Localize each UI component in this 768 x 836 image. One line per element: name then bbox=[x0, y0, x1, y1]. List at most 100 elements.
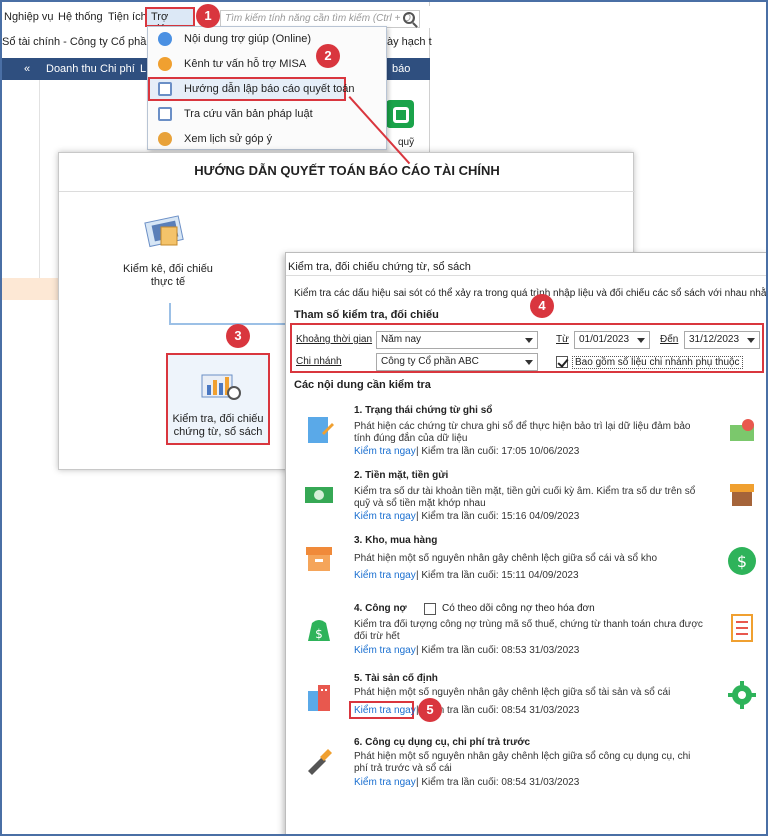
last-check-time: | Kiểm tra lần cuối: 15:16 04/09/2023 bbox=[416, 511, 580, 522]
menu-he-thong[interactable]: Hệ thống bbox=[58, 11, 103, 23]
contents-section-title: Các nội dung cần kiểm tra bbox=[294, 379, 431, 391]
check-now-link[interactable]: Kiểm tra ngay bbox=[354, 777, 416, 788]
dollar-coin-icon: $ bbox=[728, 547, 756, 575]
item-desc: Phát hiện một số nguyên nhân gây chênh l… bbox=[354, 553, 658, 564]
guide-title: HƯỚNG DẪN QUYẾT TOÁN BÁO CÁO TÀI CHÍNH bbox=[194, 163, 500, 178]
check-now-link[interactable]: Kiểm tra ngay bbox=[354, 570, 416, 581]
menu-item-label: Hướng dẫn lập báo cáo quyết toán bbox=[184, 83, 355, 95]
tab-l[interactable]: L bbox=[140, 63, 147, 75]
last-check-time: | Kiểm tra lần cuối: 08:54 31/03/2023 bbox=[416, 777, 580, 788]
flow-connector bbox=[169, 323, 289, 325]
to-date-picker[interactable]: 31/12/2023 bbox=[684, 331, 760, 349]
book-title-row: Sổ tài chính - Công ty Cổ phần A ày hạch… bbox=[0, 36, 432, 54]
branch-select[interactable]: Công ty Cổ phần ABC bbox=[376, 353, 538, 371]
branch-value: Công ty Cổ phần ABC bbox=[381, 356, 479, 367]
step-check-label: Kiểm tra, đối chiếu chứng từ, sổ sách bbox=[172, 413, 264, 438]
divider bbox=[286, 275, 768, 276]
collapse-icon[interactable]: « bbox=[24, 63, 31, 75]
book-title-right: ày hạch t bbox=[387, 36, 432, 48]
step-badge-5: 5 bbox=[418, 698, 442, 722]
to-label: Đến bbox=[660, 334, 679, 345]
check-now-link[interactable]: Kiểm tra ngay bbox=[354, 511, 416, 522]
menu-item-label: Nội dung trợ giúp (Online) bbox=[184, 33, 312, 45]
step-badge-2: 2 bbox=[316, 44, 340, 68]
help-circle-icon bbox=[158, 32, 172, 46]
search-placeholder: Tìm kiếm tính năng cần tìm kiếm (Ctrl + … bbox=[225, 13, 415, 24]
item-title: 4. Công nợ bbox=[354, 603, 407, 614]
check-now-link[interactable]: Kiểm tra ngay bbox=[354, 446, 416, 457]
step-badge-4: 4 bbox=[530, 294, 554, 318]
document-search-icon bbox=[158, 107, 172, 121]
period-value: Năm nay bbox=[381, 334, 422, 345]
cash-money-icon bbox=[305, 487, 333, 503]
item-title: 6. Công cụ dụng cụ, chi phí trả trước bbox=[354, 737, 531, 748]
menu-tro-giup[interactable]: Trợ giúp bbox=[145, 7, 195, 35]
chevron-down-icon bbox=[747, 338, 755, 343]
last-check-time: | Kiểm tra lần cuối: 08:54 31/03/2023 bbox=[416, 705, 580, 716]
check-now-link[interactable]: Kiểm tra ngay bbox=[354, 645, 416, 656]
from-date-value: 01/01/2023 bbox=[579, 334, 630, 345]
item-desc: Kiểm tra số dư tài khoản tiền mặt, tiền … bbox=[354, 486, 696, 509]
invoice-tracking-checkbox[interactable] bbox=[424, 603, 436, 615]
chevron-down-icon bbox=[637, 338, 645, 343]
branch-label: Chi nhánh bbox=[296, 356, 342, 367]
building-icon bbox=[308, 685, 330, 711]
tab-chi-phi[interactable]: Chi phí bbox=[100, 63, 135, 75]
cash-fund-label: quỹ bbox=[398, 137, 415, 148]
step-badge-1: 1 bbox=[196, 4, 220, 28]
chevron-down-icon bbox=[525, 338, 533, 343]
check-now-link-highlighted[interactable]: Kiểm tra ngay bbox=[354, 705, 416, 716]
search-icon[interactable] bbox=[403, 12, 415, 24]
menu-item-label: Xem lịch sử góp ý bbox=[184, 133, 273, 145]
params-section-title: Tham số kiểm tra, đối chiếu bbox=[294, 309, 439, 321]
item-title: 1. Trạng thái chứng từ ghi sổ bbox=[354, 405, 493, 416]
inventory-calculator-icon[interactable] bbox=[143, 213, 187, 249]
menu-item-settlement-guide[interactable]: Hướng dẫn lập báo cáo quyết toán bbox=[148, 77, 386, 102]
cash-fund-icon[interactable] bbox=[386, 100, 414, 128]
highlight-box-2 bbox=[148, 77, 346, 101]
menu-item-support-channel[interactable]: Kênh tư vấn hỗ trợ MISA bbox=[148, 52, 386, 77]
item-title: 3. Kho, mua hàng bbox=[354, 535, 438, 546]
period-label: Khoảng thời gian bbox=[296, 334, 373, 345]
from-date-picker[interactable]: 01/01/2023 bbox=[574, 331, 650, 349]
box-archive-icon bbox=[306, 547, 332, 571]
menu-item-help-online[interactable]: Nội dung trợ giúp (Online) bbox=[148, 27, 386, 52]
clipboard-checklist-icon bbox=[731, 614, 753, 642]
svg-text:$: $ bbox=[737, 552, 747, 571]
last-check-time: | Kiểm tra lần cuối: 17:05 10/06/2023 bbox=[416, 446, 580, 457]
check-window-title: Kiểm tra, đối chiếu chứng từ, sổ sách bbox=[288, 261, 471, 273]
highlight-box-5 bbox=[349, 701, 414, 719]
item-title: 2. Tiền mặt, tiền gửi bbox=[354, 470, 449, 481]
svg-text:$: $ bbox=[315, 627, 323, 641]
item-desc: Phát hiện một số nguyên nhân gây chênh l… bbox=[354, 687, 671, 698]
item-title: 5. Tài sản cố định bbox=[354, 673, 438, 684]
selected-row-strip bbox=[0, 278, 60, 300]
menu-item-legal-docs[interactable]: Tra cứu văn bản pháp luật bbox=[148, 102, 386, 127]
tools-wrench-icon bbox=[308, 749, 332, 775]
check-documents-window: Kiểm tra, đối chiếu chứng từ, sổ sách Ki… bbox=[285, 252, 768, 836]
divider bbox=[59, 191, 635, 192]
flow-connector bbox=[169, 303, 171, 323]
item-desc: Phát hiện một số nguyên nhân gây chênh l… bbox=[354, 751, 691, 774]
document-guide-icon bbox=[158, 82, 172, 96]
step-check-documents[interactable]: Kiểm tra, đối chiếu chứng từ, sổ sách bbox=[166, 353, 270, 445]
last-check-time: | Kiểm tra lần cuối: 15:11 04/09/2023 bbox=[416, 570, 579, 581]
money-bag-icon: $ bbox=[308, 620, 330, 641]
document-edit-icon bbox=[308, 417, 334, 443]
item-desc: Phát hiện các chứng từ chưa ghi sổ để th… bbox=[354, 421, 691, 444]
menu-nghiep-vu[interactable]: Nghiệp vụ bbox=[4, 11, 54, 23]
invoice-tracking-label[interactable]: Có theo dõi công nợ theo hóa đơn bbox=[442, 603, 595, 614]
tab-doanh-thu[interactable]: Doanh thu bbox=[46, 63, 97, 75]
store-icon bbox=[730, 484, 754, 506]
menu-tien-ich[interactable]: Tiện ích bbox=[108, 11, 147, 23]
step-inventory-label[interactable]: Kiểm kê, đối chiếu thực tế bbox=[123, 263, 213, 288]
tab-bao[interactable]: báo bbox=[392, 63, 411, 75]
feedback-history-icon bbox=[158, 132, 172, 146]
from-label: Từ bbox=[556, 334, 569, 345]
include-branches-label[interactable]: Bao gồm số liệu chi nhánh phụ thuộc bbox=[572, 356, 743, 369]
chevron-down-icon bbox=[525, 360, 533, 365]
period-select[interactable]: Năm nay bbox=[376, 331, 538, 349]
include-branches-checkbox[interactable] bbox=[556, 356, 568, 368]
map-pin-icon bbox=[730, 419, 754, 441]
menu-item-feedback-history[interactable]: Xem lịch sử góp ý bbox=[148, 127, 386, 152]
